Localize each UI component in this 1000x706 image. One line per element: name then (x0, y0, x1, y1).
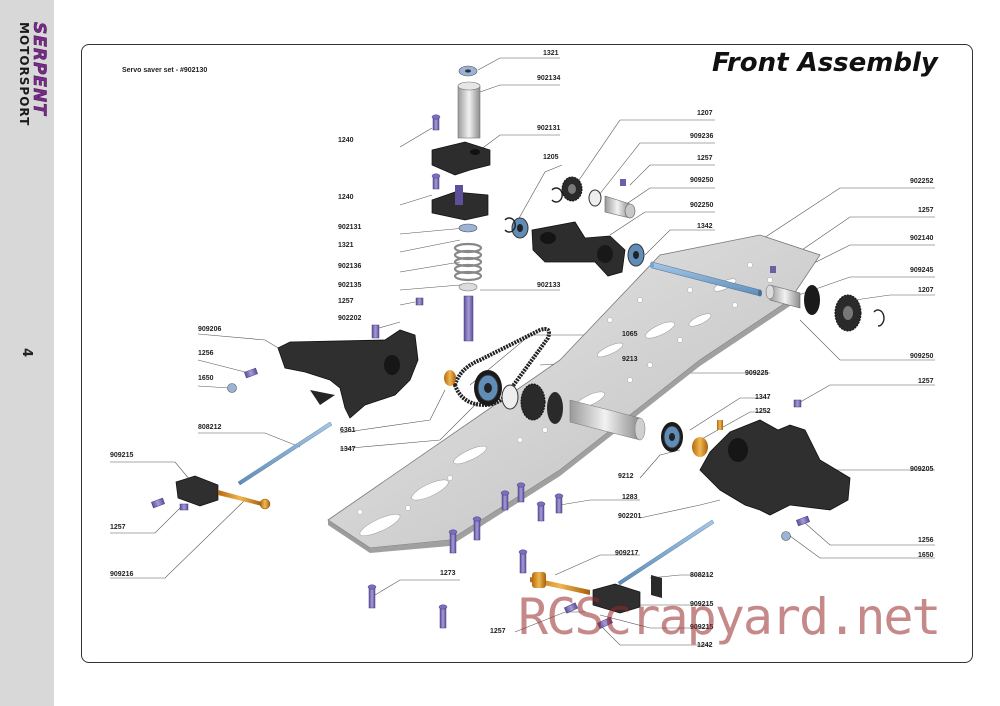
part-label: 1342 (697, 223, 713, 230)
part-label: 902131 (338, 224, 361, 231)
watermark: RCScrapyard.net (518, 588, 942, 646)
part-label: 1321 (543, 50, 559, 57)
part-label: 808212 (690, 572, 713, 579)
part-label: 6361 (340, 427, 356, 434)
top-bulkhead-902250 (531, 221, 626, 277)
part-label: 1240 (338, 194, 354, 201)
part-label: 1205 (543, 154, 559, 161)
hinge-pin-808212b (617, 519, 715, 586)
part-label: 1256 (918, 537, 934, 544)
part-label: 902136 (338, 263, 361, 270)
part-label: 902250 (690, 202, 713, 209)
part-label: 909215 (690, 601, 713, 608)
center-shaft-9212 (444, 370, 723, 457)
drive-belt (452, 327, 551, 408)
part-labels: 1321 902134 1240 902131 1240 902131 1321… (110, 50, 934, 649)
part-label: 909245 (910, 267, 933, 274)
steering-block-right (530, 572, 662, 614)
part-label: 909236 (690, 133, 713, 140)
part-label: 909206 (198, 326, 221, 333)
part-label: 9213 (622, 356, 638, 363)
screw-set (151, 114, 810, 630)
part-label: 1207 (697, 110, 713, 117)
part-label: 1256 (198, 350, 214, 357)
page-title: Front Assembly (712, 48, 938, 78)
part-label: 902135 (338, 282, 361, 289)
part-label: 902131 (537, 125, 560, 132)
part-label: 902133 (537, 282, 560, 289)
sidebar: SERPENT MOTORSPORT 4 (0, 0, 54, 706)
part-label: 1065 (622, 331, 638, 338)
part-label: 1321 (338, 242, 354, 249)
part-label: 909215 (110, 452, 133, 459)
part-label: 808212 (198, 424, 221, 431)
hinge-pin-808212a (237, 421, 333, 486)
part-label: 1347 (340, 446, 356, 453)
servo-saver-stack (431, 65, 491, 342)
part-label: 9212 (618, 473, 634, 480)
steering-block-left (175, 475, 271, 510)
part-label: 1257 (110, 524, 126, 531)
part-label: 1650 (198, 375, 214, 382)
part-label: 902201 (618, 513, 641, 520)
part-label: 909215 (690, 624, 713, 631)
bearing-1257c (588, 189, 602, 207)
part-label: 1273 (440, 570, 456, 577)
hub-909250 (604, 179, 636, 219)
part-label: 1207 (918, 287, 934, 294)
bearing-1205 (511, 217, 529, 239)
part-label: 902140 (910, 235, 933, 242)
part-label: 909217 (615, 550, 638, 557)
part-label: 902202 (338, 315, 361, 322)
part-label: 909250 (690, 177, 713, 184)
part-label: 909205 (910, 466, 933, 473)
part-label: 1650 (918, 552, 934, 559)
part-label: 1242 (697, 642, 713, 649)
top-shaft-902250 (650, 261, 762, 297)
part-label: 1257 (918, 378, 934, 385)
left-bulkhead-909206 (227, 329, 419, 419)
content-frame (81, 44, 973, 663)
part-label: 1283 (622, 494, 638, 501)
part-label: 909250 (910, 353, 933, 360)
bearing-1342 (627, 243, 645, 267)
part-label: 1252 (755, 408, 771, 415)
clip-1207a (551, 187, 563, 203)
part-label: 1347 (755, 394, 771, 401)
part-label: 1240 (338, 137, 354, 144)
part-label: 909216 (110, 571, 133, 578)
part-label: 909225 (745, 370, 768, 377)
part-label: 1257 (338, 298, 354, 305)
pulley-909236 (561, 176, 583, 202)
part-label: 1257 (697, 155, 713, 162)
right-pulley-assembly (765, 266, 885, 332)
part-label: 1257 (918, 207, 934, 214)
part-label: 1257 (490, 628, 506, 635)
page-subtitle: Servo saver set - #902130 (122, 67, 208, 74)
right-bulkhead-909205 (699, 419, 851, 541)
clip-1205b (504, 217, 516, 233)
part-label: 902252 (910, 178, 933, 185)
part-label: 902134 (537, 75, 560, 82)
